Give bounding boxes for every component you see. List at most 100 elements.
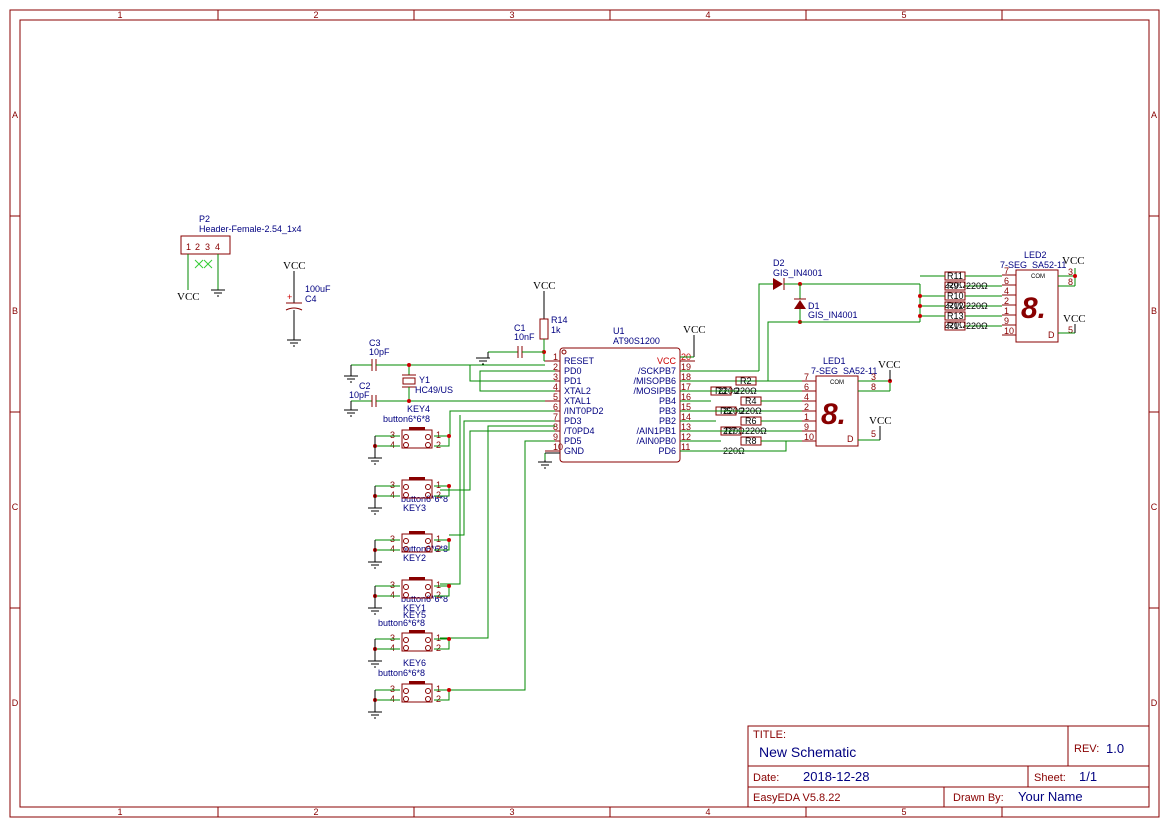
svg-text:3: 3 (390, 430, 395, 440)
led-pin-number: 2 (1004, 296, 1009, 306)
mcu-pin-number: 11 (681, 442, 690, 452)
resistor-ref: R13 (947, 311, 964, 321)
svg-text:2: 2 (436, 643, 441, 653)
ground-icon (368, 586, 382, 615)
mcu-pin-name: PB3 (659, 406, 676, 416)
diode-d2[interactable]: D2 GIS_IN4001 (758, 258, 920, 371)
svg-text:3: 3 (390, 534, 395, 544)
header-pin: 1 (186, 242, 191, 252)
button-value: button6*6*8 (401, 544, 448, 554)
capacitor-c4[interactable]: VCC + 100uF C4 (283, 260, 331, 347)
svg-text:1: 1 (436, 430, 441, 440)
col-label: 1 (117, 807, 122, 817)
svg-text:1: 1 (436, 684, 441, 694)
led-pin-number: 1 (1004, 306, 1009, 316)
col-label: 5 (901, 807, 906, 817)
frame-column-labels-top: 1 2 3 4 5 (117, 10, 906, 20)
svg-text:3: 3 (390, 580, 395, 590)
oscillator-circuit[interactable]: C3 10pF C2 10pF Y1 HC49/US (344, 338, 555, 417)
led-pin-number: 1 (804, 412, 809, 422)
c3-ref: C3 (369, 338, 381, 348)
mcu-pin-name: PD0 (564, 366, 582, 376)
svg-text:4: 4 (390, 490, 395, 500)
mcu-pin-number: 3 (553, 372, 558, 382)
led2-value: 7-SEG_SA52-11 (1000, 260, 1066, 270)
vcc-label: VCC (1063, 313, 1086, 325)
led1-ref: LED1 (823, 356, 846, 366)
mcu-pin-number: 12 (681, 432, 691, 442)
c4-ref: C4 (305, 294, 317, 304)
led1-digit: 8. (821, 398, 846, 431)
led2-digit: 8. (1021, 292, 1046, 325)
mcu-pin-name: PD3 (564, 416, 582, 426)
vcc-label: VCC (533, 280, 556, 292)
vcc-label: VCC (683, 324, 706, 336)
ground-icon (538, 452, 560, 469)
col-label: 2 (313, 807, 318, 817)
header-p2[interactable]: P2 Header-Female-2.54_1x4 1 2 3 4 VCC (177, 214, 302, 303)
mcu-pin-name: PD1 (564, 376, 582, 386)
svg-text:4: 4 (390, 643, 395, 653)
resistor-ref: R1 (947, 321, 959, 331)
svg-text:5: 5 (871, 429, 876, 439)
resistor-r1[interactable]: R1 220Ω (944, 321, 1002, 331)
ground-icon (287, 339, 301, 347)
header-pin: 4 (215, 242, 220, 252)
resistor-value: 220Ω (966, 321, 988, 331)
led-pin-number: 7 (1004, 266, 1009, 276)
led-pin-number: 10 (804, 432, 814, 442)
mcu-pin-number: 19 (681, 362, 691, 372)
mcu-pin-number: 9 (553, 432, 558, 442)
resistor-ref: R12 (947, 301, 964, 311)
button-value: button6*6*8 (401, 494, 448, 504)
button-group: KEY4button6*6*83412KEY3button6*6*83412KE… (368, 404, 451, 719)
d2-value: GIS_IN4001 (773, 268, 823, 278)
y1-ref: Y1 (419, 375, 430, 385)
mcu-pin-name: GND (564, 446, 585, 456)
led1-com: COM (830, 380, 844, 386)
y1-value: HC49/US (415, 385, 453, 395)
led2-dp: D (1048, 330, 1055, 340)
diode-d1[interactable]: D1 GIS_IN4001 (680, 284, 858, 382)
resistor-ref: R2 (740, 376, 752, 386)
frame-column-ticks (10, 10, 1159, 817)
rev-label: REV: (1074, 743, 1099, 755)
led-pin-number: 10 (1004, 326, 1014, 336)
mcu-pin-name: PD5 (564, 436, 582, 446)
sheet-value: 1/1 (1079, 769, 1097, 784)
resistor-ref: R8 (745, 436, 757, 446)
resistor-ref: R9 (947, 281, 959, 291)
svg-text:2: 2 (436, 490, 441, 500)
mcu-pin-number: 2 (553, 362, 558, 372)
mcu-pin-name: RESET (564, 356, 595, 366)
svg-text:1: 1 (436, 633, 441, 643)
led-pin-number: 7 (804, 372, 809, 382)
r14-value: 1k (551, 325, 561, 335)
led2-bus-wires (800, 275, 945, 323)
svg-text:+: + (287, 292, 292, 302)
drawing-frame: 1 2 3 4 5 1 2 3 4 5 A B C D A B C D (9, 9, 1160, 818)
resistor-value: 220Ω (944, 280, 966, 290)
date-value: 2018-12-28 (803, 769, 870, 784)
ground-icon (368, 436, 382, 465)
svg-text:1: 1 (436, 580, 441, 590)
svg-text:3: 3 (390, 684, 395, 694)
c1-value: 10nF (514, 332, 535, 342)
